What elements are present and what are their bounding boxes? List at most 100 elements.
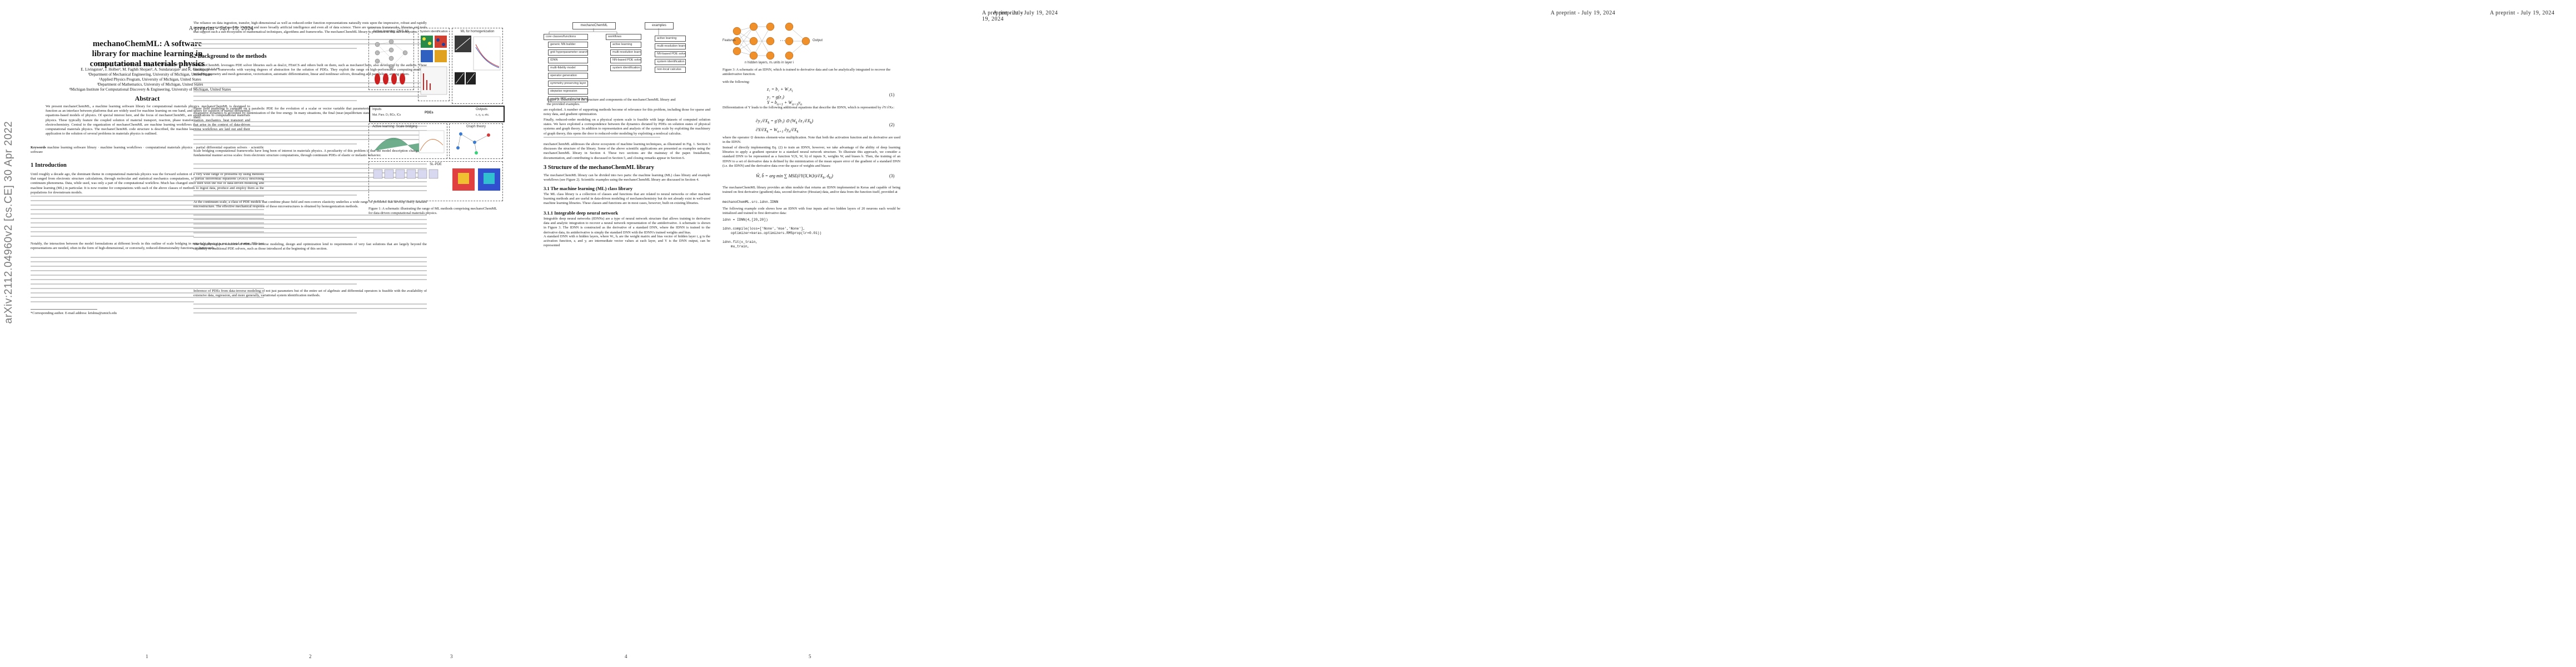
core-class-item: generic NN builder [548,42,588,48]
core-class-item: weakly PDE enforcing layers [548,96,588,102]
affiliation-1: ¹Department of Mechanical Engineering, U… [88,72,212,77]
core-classes-heading: core classes/functions [544,34,588,40]
panel-label: Active learning: DNS-ML [373,30,410,33]
page-4-lines-2 [544,137,710,141]
page-4-paragraph-1: are exploited. A number of supporting me… [544,108,710,117]
core-classes-column: core classes/functions generic NN builde… [544,34,588,102]
section-3-heading: 3 Structure of the mechanoChemML library [544,165,654,171]
page-number: 4 [625,654,627,659]
section-2-lines-3 [193,163,427,199]
section-2-paragraph-4: At the continuum scale, a class of PDE m… [193,200,427,209]
authors-line-1: X. Zhang¹, G.H. Teichert², Z. Wang², M. … [97,62,203,67]
pde-label: PDEs [425,111,434,115]
keywords-label: Keywords [31,146,46,150]
page-5-paragraph-1: Differentiation of Y leads to the follow… [723,106,895,109]
code-line [723,222,821,227]
section-3-1-heading: 3.1 The machine learning (ML) class libr… [544,186,633,191]
intro-paragraph-1: Until roughly a decade ago, the dominant… [31,172,264,195]
keywords: Keywords machine learning software libra… [31,146,264,155]
code-line [723,236,821,240]
output-label: Output [813,39,823,42]
panel-label: ML for homogenization [460,30,495,33]
intro-paragraph-2: Notably, the interaction between the mod… [31,242,264,251]
pde-outputs-label: Outputs [476,108,488,111]
equation-1-number: (1) [889,92,895,97]
workflow-item: multi-resolution learning [610,49,641,56]
footnote-rule [31,309,97,310]
running-header: A preprint - July 19, 2024 [1551,10,1616,16]
panel-active-learning-dns: Active learning: DNS-ML [368,28,414,90]
panel-active-learning-scale: Active learning: Scale bridging [368,123,447,159]
code-line: mu_train, [723,245,750,248]
tree-connectors [549,28,659,35]
running-header: A preprint - July 19, 2024 [982,10,1024,22]
core-class-item: grid hyperparameter search [548,49,588,56]
panel-label: System identification [420,30,448,33]
core-class-item: stepwise regression [548,88,588,94]
page-4-last-paragraph: A standard DNN with n hidden layers, whe… [544,235,710,248]
intro-text-lines-2 [31,257,264,306]
example-item: system identification [655,59,686,65]
pde-inputs-label: Inputs [372,108,382,111]
svg-text:⋯: ⋯ [780,38,785,44]
intro-heading: 1 Introduction [31,162,67,168]
pattern-graphics [420,36,447,95]
figure-3-caption: Figure 3: A schematic of an IDNN, which … [723,68,891,76]
section-2-paragraph-3: Scale bridging computational frameworks … [193,149,427,158]
arxiv-stamp: arXiv:2112.04960v2 [cs.CE] 30 Apr 2022 [2,67,16,378]
running-header: A preprint - July 19, 2024 [189,26,254,32]
panel-sl-pde: SL-PDE [368,161,503,201]
page-number: 1 [146,654,148,659]
core-class-item: operator generation [548,73,588,79]
section-2-lines-2 [193,121,427,148]
author-list: X. Zhang¹, G.H. Teichert², Z. Wang², M. … [33,62,267,92]
page-number: 2 [309,654,312,659]
keywords-text: machine learning software library · mach… [31,146,264,155]
panel-graph-theory: Graph theory [449,123,503,159]
example-code-block: idnn = IDNN(4,[20,20])idnn.compile(loss=… [723,218,821,249]
section-3-1-1-paragraph: Integrable deep neural networks (IDNNs) … [544,217,710,235]
section-3-paragraph: The mechanoChemML library can be divided… [544,173,710,182]
workflow-item: active learning [610,42,641,48]
abstract-text: We present mechanoChemML, a machine lear… [46,104,250,136]
workflow-item: system identification [610,65,641,71]
page-5-paragraph-4: The mechanoChemML library provides an id… [723,186,900,195]
equation-2: ∂y₁/∂Xk = g′(b₁) ⊙ (Wk ∂z₁/∂Xk)∂Y/∂Xk = … [756,118,814,134]
panel-ml-homogenization: ML for homogenization [452,28,503,104]
example-item: active learning [655,36,686,42]
intro-continued-lines [193,39,427,52]
root-node-label: mechanoChemML [580,24,608,27]
code-line: idnn.fit(x_train, [723,240,758,244]
code-line: optimizer=keras.optimizers.RMSprop(lr=0.… [723,231,822,235]
idnn-schematic: ⋯ [733,22,810,60]
example-item: non-local calculus [655,67,686,73]
pde-inputs-detail: Mat. Pars. Dᵢ; BCs, ICs [372,113,401,117]
tree-root-node: mechanoChemML [572,22,616,29]
page-5-paragraph-2: where the operator ⊙ denotes element-wis… [723,136,900,145]
footnote: *Corresponding author. E-mail address: k… [31,311,117,315]
affiliation-3: ³Department of Mathematics, University o… [97,82,203,87]
figure-1-caption: Figure 1: A schematic illustrating the r… [368,207,497,215]
paper-title: mechanoChemML: A software library for ma… [89,39,205,68]
equation-3: Ŵ, b̂ = arg min ∑ MSE(∂Y(X,W,b)/∂Xk, dki… [756,173,833,180]
section-2-lines-1 [193,82,427,104]
page-number: 3 [450,654,453,659]
examples-node-label: examples [652,24,666,27]
intro-continued: The reliance on data ingestion, transfer… [193,21,427,34]
pde-outputs-detail: c, η, u, etc. [476,113,490,117]
core-class-item: IDNN [548,57,588,63]
pde-core-box: Inputs Mat. Pars. Dᵢ; BCs, ICs PDEs Outp… [369,106,505,122]
section-2-lines-5 [193,257,427,288]
core-class-item: multi-fidelity model [548,65,588,71]
hidden-layers-note: n hidden layers, mᵢ units in layer i [745,61,794,64]
section-2-lines-4 [193,215,427,241]
example-item: multi-resolution learning [655,43,686,49]
arxiv-stamp-text: arXiv:2112.04960v2 [cs.CE] 30 Apr 2022 [3,121,14,324]
affiliation-2: ²Applied Physics Program, University of … [99,77,201,82]
page-4-paragraph-3: mechanoChemML addresses the above ecosys… [544,142,710,160]
section-2-paragraph-1: mechanoChemML leverages PDE solver libra… [193,63,427,77]
core-class-item: symmetry preserving layer [548,81,588,87]
